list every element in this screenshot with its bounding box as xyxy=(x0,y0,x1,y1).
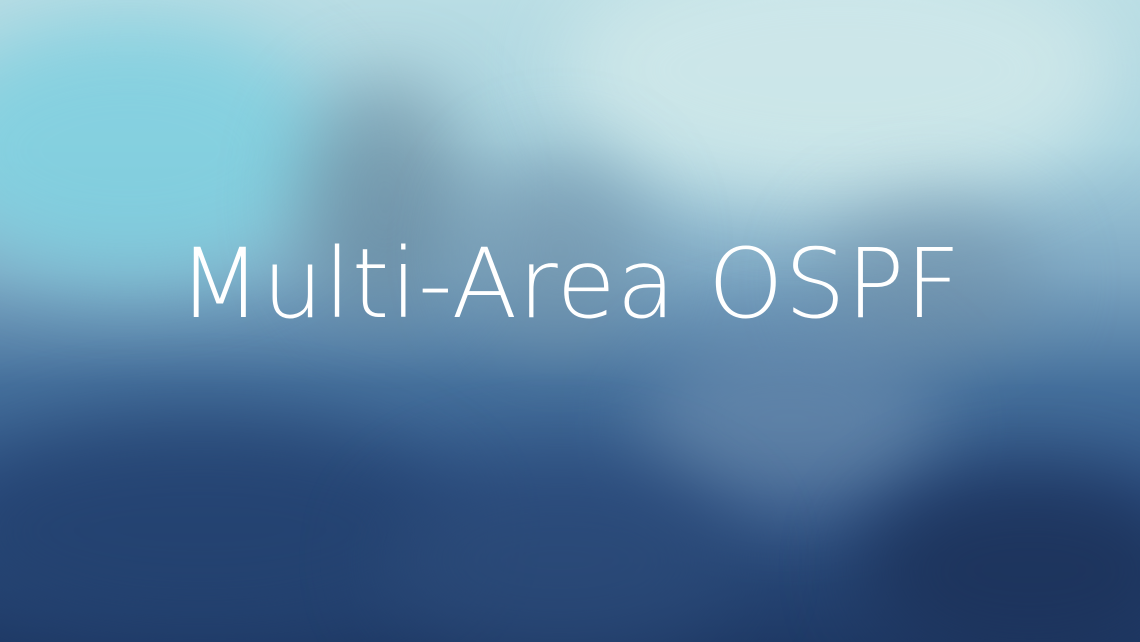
background-glow-mid xyxy=(640,330,940,510)
background-shape-dark-3 xyxy=(820,200,1040,360)
background-glow-cyan xyxy=(0,20,340,280)
background-shape-deep-1 xyxy=(0,420,460,640)
background-shape-dark-2 xyxy=(470,150,650,350)
background-glow-light xyxy=(560,0,1120,200)
background-shape-deep-2 xyxy=(380,460,740,642)
slide-title: Multi-Area OSPF xyxy=(178,227,962,340)
background-shape-dark-1 xyxy=(300,80,470,320)
